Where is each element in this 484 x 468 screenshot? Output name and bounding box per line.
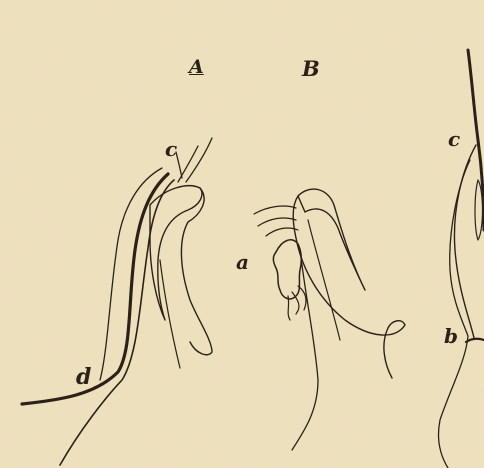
label-b: b bbox=[444, 326, 458, 346]
label-d: d bbox=[76, 366, 91, 388]
label-c-right: c bbox=[448, 129, 460, 149]
panel-label-b: B bbox=[302, 58, 320, 79]
panel-label-a: A bbox=[189, 58, 204, 77]
label-a: a bbox=[236, 252, 249, 272]
label-c-left: c bbox=[165, 139, 177, 159]
